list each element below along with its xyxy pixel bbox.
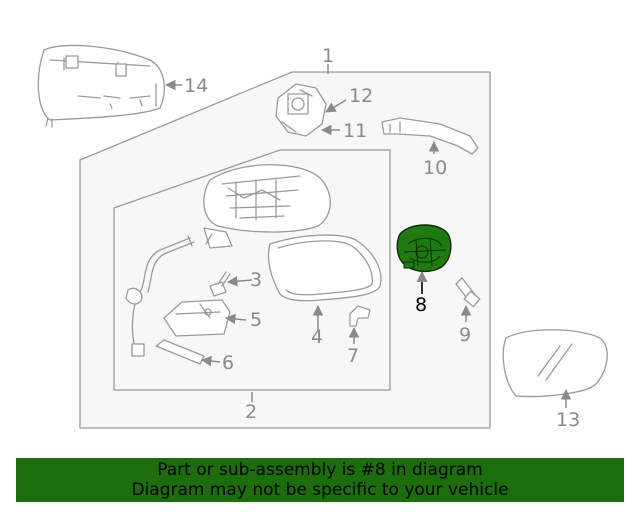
callout-6: 6 (222, 352, 234, 374)
part-3-screw[interactable] (209, 271, 231, 297)
part-7-clip[interactable] (349, 305, 371, 327)
callout-1: 1 (322, 45, 334, 67)
callout-5: 5 (250, 309, 262, 331)
banner-line-disclaimer: Diagram may not be specific to your vehi… (131, 480, 509, 500)
info-banner: Part or sub-assembly is #8 in diagram Di… (16, 458, 624, 502)
part-13-mirror-glass[interactable] (502, 329, 608, 398)
callout-13: 13 (556, 409, 580, 431)
callout-3: 3 (250, 269, 262, 291)
part-4-glass-backing[interactable] (267, 234, 382, 302)
callout-9: 9 (459, 324, 471, 346)
banner-line-part: Part or sub-assembly is #8 in diagram (157, 460, 483, 480)
callout-11: 11 (343, 120, 367, 142)
part-8-actuator[interactable] (396, 224, 452, 273)
part-5-bracket[interactable] (163, 299, 231, 337)
callout-4: 4 (311, 326, 323, 348)
callout-7: 7 (347, 345, 359, 367)
callout-10: 10 (423, 157, 447, 179)
parts-diagram: 1 2 3 4 5 6 7 8 9 10 11 12 13 14 (37, 44, 608, 431)
part-10-turn-signal[interactable] (381, 117, 479, 155)
callout-2: 2 (245, 401, 257, 423)
part-12-motor[interactable] (275, 83, 327, 137)
part-14-mirror-cover[interactable] (37, 44, 165, 128)
callout-12: 12 (349, 85, 373, 107)
callout-14: 14 (184, 75, 208, 97)
part-9-bolt[interactable] (455, 277, 481, 308)
mirror-frame[interactable] (125, 164, 331, 357)
callout-8: 8 (415, 294, 427, 316)
